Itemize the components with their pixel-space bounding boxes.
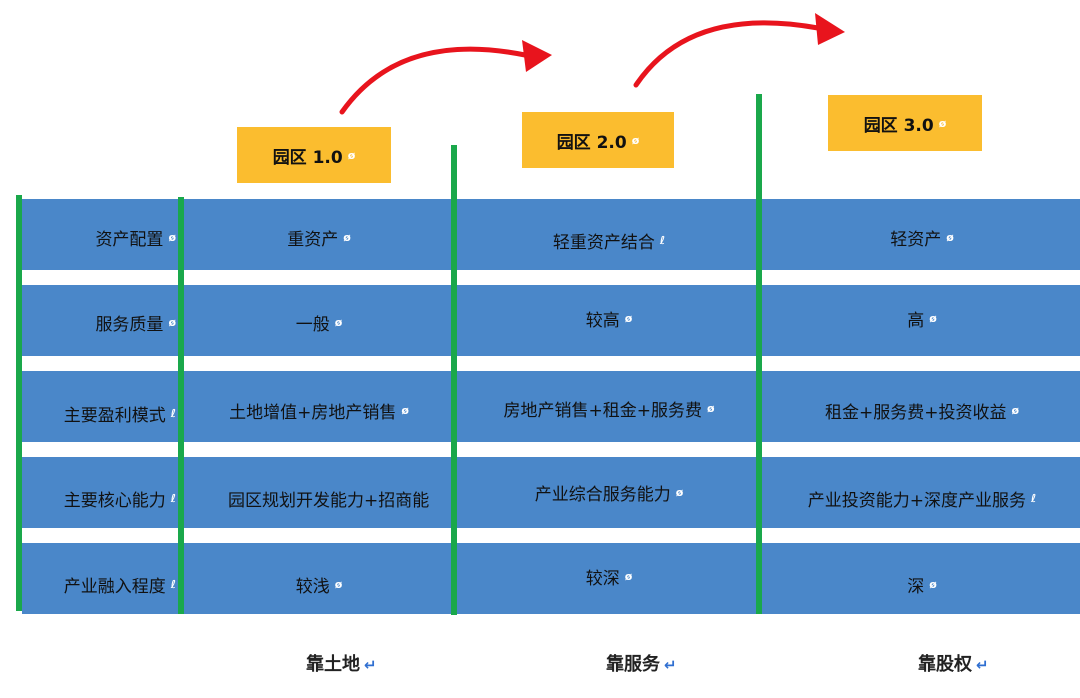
cell-text: 土地增值+房地产销售: [229, 403, 397, 423]
table-cell: 土地增值+房地产销售 ø: [184, 375, 454, 446]
paragraph-mark-icon: ø: [624, 570, 633, 583]
divider-era-2-3: [756, 94, 762, 614]
paragraph-mark-icon: ø: [334, 578, 343, 591]
divider-label-column: [178, 197, 184, 614]
paragraph-mark-icon: ℓ: [170, 492, 176, 505]
paragraph-mark-icon: ø: [929, 578, 937, 591]
arrow-1-to-2: [339, 46, 528, 115]
footer-label-1: 靠土地↵: [306, 650, 377, 676]
table-cell: 租金+服务费+投资收益 ø: [764, 375, 1080, 446]
paragraph-mark-icon: ø: [706, 402, 715, 415]
cell-text: 轻资产: [890, 230, 942, 250]
paragraph-mark-icon: ø: [946, 231, 954, 244]
paragraph-mark-icon: ø: [168, 231, 176, 244]
return-mark-icon: ↵: [364, 656, 377, 674]
cell-text: 较深: [585, 569, 620, 589]
era-label-3: 园区 3.0: [863, 115, 934, 136]
row-label-text: 资产配置: [95, 230, 164, 250]
divider-left-edge: [16, 195, 22, 611]
row-band-3: [22, 371, 1080, 442]
footer-text: 靠土地: [306, 654, 360, 675]
paragraph-mark-icon: ø: [1011, 404, 1020, 417]
era-box-3: 园区 3.0 ø: [828, 95, 982, 151]
table-cell: 较高 ø: [458, 283, 760, 354]
row-band-2: [22, 285, 1080, 356]
cell-text: 轻重资产结合: [552, 233, 655, 253]
row-band-5: [22, 543, 1080, 614]
cell-text: 较高: [585, 311, 620, 331]
arrow-2-to-3: [633, 20, 821, 88]
cell-text: 房地产销售+租金+服务费: [503, 401, 702, 421]
cell-text: 深: [907, 577, 925, 597]
arrow-1-to-2-head: [522, 40, 552, 72]
divider-era-1-2: [451, 145, 457, 615]
row-band-1: [22, 199, 1080, 270]
paragraph-mark-icon: ℓ: [1031, 492, 1037, 505]
cell-text: 产业综合服务能力: [534, 485, 671, 505]
row-label-text: 主要盈利模式: [63, 406, 166, 426]
table-cell: 较浅 ø: [184, 549, 454, 620]
footer-text: 靠股权: [918, 654, 972, 675]
table-cell: 一般 ø: [184, 287, 454, 358]
row-label-text: 服务质量: [95, 315, 164, 335]
row-label-text: 主要核心能力: [63, 491, 166, 511]
era-box-1: 园区 1.0 ø: [237, 127, 391, 183]
row-band-4: [22, 457, 1080, 528]
paragraph-mark-icon: ø: [168, 316, 176, 329]
paragraph-mark-icon: ℓ: [170, 578, 176, 591]
paragraph-mark-icon: ø: [624, 312, 633, 325]
cell-text: 产业投资能力+深度产业服务: [807, 491, 1027, 511]
table-cell: 房地产销售+租金+服务费 ø: [458, 373, 760, 444]
paragraph-mark-icon: ℓ: [659, 234, 666, 247]
row-label: 主要盈利模式 ℓ: [22, 378, 180, 449]
table-cell: 园区规划开发能力+招商能: [184, 463, 454, 534]
footer-label-2: 靠服务↵: [606, 650, 677, 676]
return-mark-icon: ↵: [664, 656, 677, 674]
cell-text: 高: [907, 311, 925, 331]
era-label-1: 园区 1.0: [272, 147, 343, 168]
row-label-text: 产业融入程度: [63, 577, 166, 597]
cell-text: 园区规划开发能力+招商能: [228, 491, 430, 511]
table-cell: 较深 ø: [458, 541, 760, 612]
era-label-2: 园区 2.0: [556, 132, 627, 153]
table-cell: 轻重资产结合 ℓ: [458, 205, 760, 276]
cell-text: 租金+服务费+投资收益: [824, 403, 1007, 423]
row-label: 资产配置 ø: [22, 202, 180, 273]
row-label: 产业融入程度 ℓ: [22, 549, 180, 620]
paragraph-mark-icon: ℓ: [170, 407, 176, 420]
footer-label-3: 靠股权↵: [918, 650, 989, 676]
cell-text: 较浅: [295, 577, 330, 597]
table-cell: 重资产 ø: [184, 202, 454, 273]
paragraph-mark-icon: ø: [347, 148, 356, 162]
paragraph-mark-icon: ø: [675, 486, 684, 499]
paragraph-mark-icon: ø: [631, 133, 640, 147]
return-mark-icon: ↵: [976, 656, 989, 674]
table-cell: 产业综合服务能力 ø: [458, 457, 760, 528]
row-label: 服务质量 ø: [22, 287, 180, 358]
paragraph-mark-icon: ø: [938, 116, 947, 130]
arrow-2-to-3-head: [815, 13, 845, 45]
table-cell: 轻资产 ø: [764, 202, 1080, 273]
paragraph-mark-icon: ø: [343, 231, 351, 244]
table-cell: 产业投资能力+深度产业服务 ℓ: [764, 463, 1080, 534]
paragraph-mark-icon: ø: [401, 404, 409, 417]
cell-text: 重资产: [287, 230, 339, 250]
footer-text: 靠服务: [606, 654, 660, 675]
cell-text: 一般: [295, 315, 330, 335]
paragraph-mark-icon: ø: [334, 316, 343, 329]
era-box-2: 园区 2.0 ø: [522, 112, 674, 168]
row-label: 主要核心能力 ℓ: [22, 463, 180, 534]
paragraph-mark-icon: ø: [929, 312, 937, 325]
